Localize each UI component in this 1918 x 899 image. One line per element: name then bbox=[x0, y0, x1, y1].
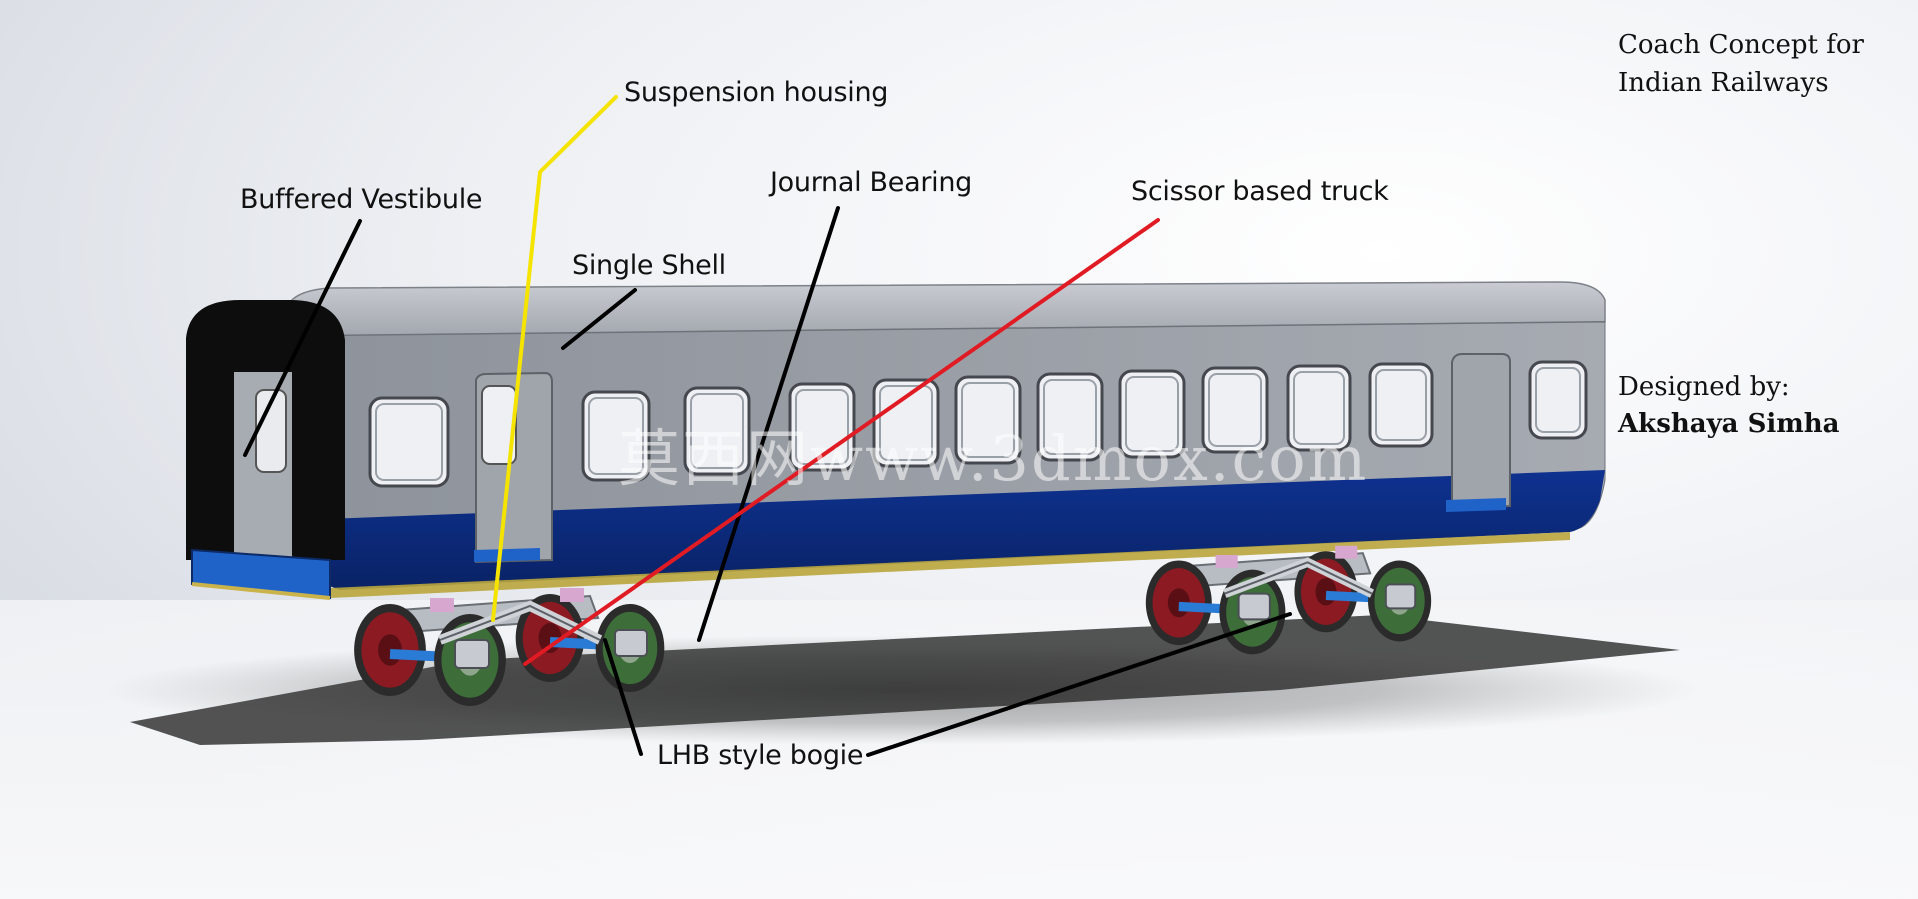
bogie-rear-axlebox-2 bbox=[1384, 583, 1417, 610]
coach-window-frame-9 bbox=[1208, 373, 1262, 447]
coach-window-5 bbox=[872, 378, 940, 468]
coach-window-frame-5 bbox=[879, 385, 933, 461]
label-journal-bearing: Journal Bearing bbox=[770, 167, 972, 198]
coach-window-4 bbox=[788, 382, 856, 472]
title-line-2: Indian Railways bbox=[1618, 68, 1829, 98]
bogie-front-spring-pad-1 bbox=[430, 598, 454, 612]
bogie-rear-spring-pad-1 bbox=[1215, 554, 1238, 568]
coach-window-9 bbox=[1201, 366, 1269, 454]
coach-window-frame-6 bbox=[961, 382, 1015, 458]
leader-buffered-vestibule bbox=[243, 219, 362, 457]
leader-lines bbox=[243, 95, 1292, 757]
coach-window-frame-7 bbox=[1043, 379, 1097, 455]
coach-window-10 bbox=[1286, 364, 1352, 452]
coach-window-frame-2 bbox=[588, 397, 644, 475]
buffer-plate-edge bbox=[191, 582, 331, 600]
door-left-step bbox=[474, 548, 540, 562]
watermark: 莫西网www.3dmox.com bbox=[618, 422, 1369, 495]
coach-window-6 bbox=[954, 375, 1022, 465]
bogie-rear-scissor-outline bbox=[1224, 561, 1373, 595]
coach-window-frame-1 bbox=[375, 403, 443, 481]
label-single-shell: Single Shell bbox=[572, 250, 726, 281]
title-block: Coach Concept for Indian Railways bbox=[1618, 26, 1864, 102]
door-right bbox=[1451, 353, 1511, 510]
coach-window-frame-4 bbox=[795, 389, 849, 465]
leader-journal-bearing bbox=[697, 206, 840, 642]
coach-body bbox=[186, 281, 1606, 600]
coach-window-frame-8 bbox=[1125, 376, 1179, 452]
ground-shadow-soft bbox=[100, 635, 1700, 745]
leader-suspension-housing bbox=[491, 95, 618, 622]
bogie-front-axlebox-1 bbox=[454, 639, 490, 669]
title-line-1: Coach Concept for bbox=[1618, 30, 1864, 60]
coach-windows bbox=[368, 360, 1588, 488]
coach-window-2 bbox=[581, 390, 651, 482]
label-buffered-vestibule: Buffered Vestibule bbox=[240, 184, 483, 215]
coach-window-12 bbox=[1528, 360, 1588, 440]
coach-window-frame-10 bbox=[1293, 371, 1345, 445]
coach-window-7 bbox=[1036, 372, 1104, 462]
coach-window-frame-11 bbox=[1375, 369, 1427, 441]
coach-window-frame-3 bbox=[690, 393, 744, 469]
coach-window-11 bbox=[1368, 362, 1434, 448]
designed-by-label: Designed by: bbox=[1618, 372, 1790, 402]
coach-window-3 bbox=[683, 386, 751, 476]
coach-window-frame-12 bbox=[1535, 367, 1581, 433]
leader-lhb-bogie-left bbox=[603, 638, 643, 756]
label-suspension-housing: Suspension housing bbox=[624, 77, 889, 108]
door-left-window bbox=[481, 385, 517, 465]
bogies bbox=[354, 545, 1432, 706]
leader-scissor-based-truck bbox=[523, 218, 1160, 666]
bogie-front-axlebox-2 bbox=[614, 629, 648, 657]
leader-lhb-bogie-right bbox=[866, 612, 1292, 757]
coach-window-8 bbox=[1118, 369, 1186, 459]
leader-single-shell bbox=[561, 288, 637, 350]
label-lhb-style-bogie: LHB style bogie bbox=[657, 740, 864, 771]
bogie-rear-spring-pad-2 bbox=[1335, 545, 1358, 559]
bogie-rear-axlebox-1 bbox=[1237, 592, 1271, 621]
label-scissor-based-truck: Scissor based truck bbox=[1131, 176, 1389, 207]
blue-skirt bbox=[300, 470, 1605, 590]
designer-name: Akshaya Simha bbox=[1618, 409, 1840, 439]
coach-window-1 bbox=[368, 396, 450, 488]
bogie-front-spring-pad-2 bbox=[560, 588, 584, 602]
door-right-step bbox=[1446, 498, 1506, 512]
